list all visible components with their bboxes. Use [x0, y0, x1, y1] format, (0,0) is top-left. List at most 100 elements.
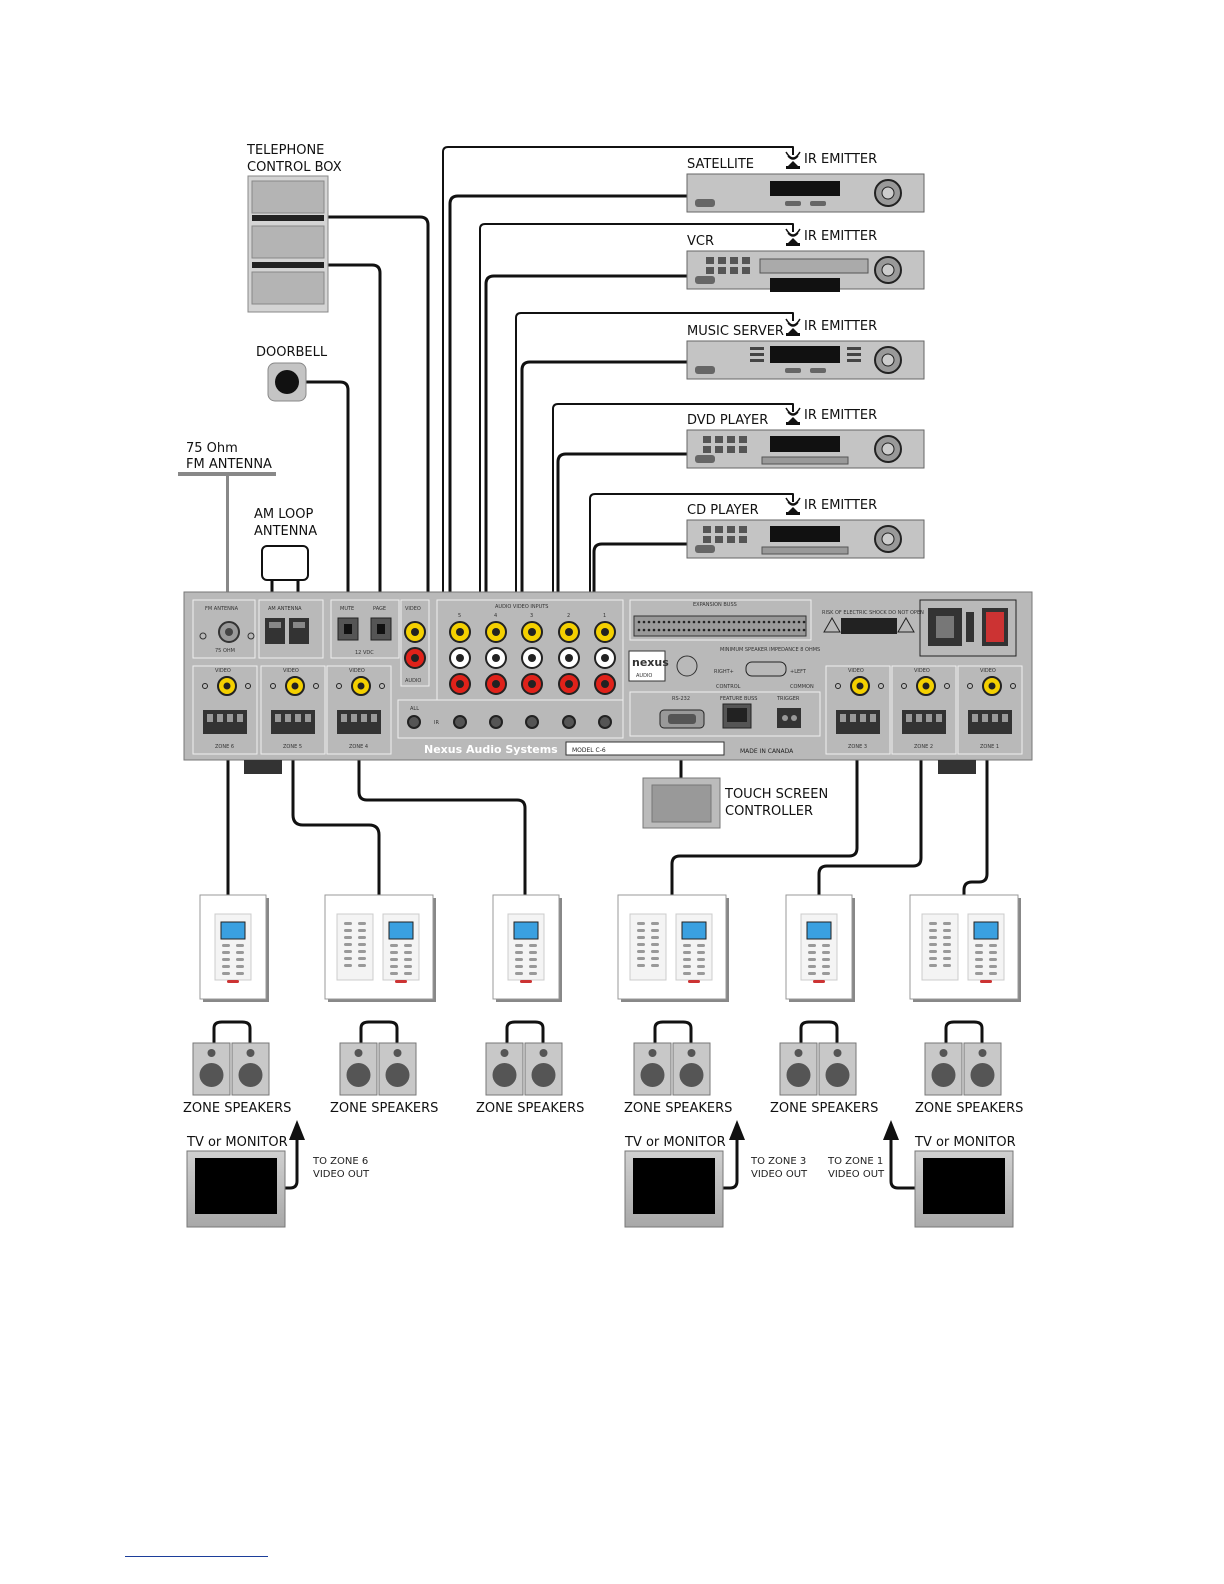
input-number: 5 [458, 613, 461, 619]
zone-label: ZONE 4 [349, 744, 368, 750]
tv-zone6-arrow-line [282, 1134, 299, 1190]
zone-speakers-label: ZONE SPEAKERS [770, 1101, 878, 1116]
av-wire-dvd [556, 452, 690, 622]
wiring [212, 146, 989, 1190]
caution-box: RISK OF ELECTRIC SHOCK DO NOT OPEN [822, 610, 924, 634]
av-wire-music [520, 360, 690, 622]
ir-emitter-icon [785, 407, 801, 425]
ir-wire-satellite [442, 146, 794, 723]
ir-emitter-label: IR EMITTER [804, 498, 877, 513]
amp-page-audio-label: AUDIO [405, 678, 421, 684]
amp-left-label: +LEFT [790, 669, 807, 675]
zone-speakers: ZONE SPEAKERS [476, 1042, 584, 1116]
av-wire-cd [592, 542, 690, 622]
ir-emitter-label: IR EMITTER [804, 408, 877, 423]
tv-zone3-arrowhead [729, 1120, 745, 1140]
tv-zone3-arrow-line [720, 1134, 739, 1190]
tv-zone1-arrow-line [889, 1134, 919, 1190]
ir-jack [453, 715, 467, 729]
doorbell: DOORBELL [256, 345, 328, 402]
zone-speakers-label: ZONE SPEAKERS [183, 1101, 291, 1116]
source-cd: CD PLAYER IR EMITTER [686, 497, 925, 559]
zone-video-label: VIDEO [848, 668, 864, 674]
fm-antenna: 75 Ohm FM ANTENNA [178, 441, 276, 631]
tv-zone1-arrowhead [883, 1120, 899, 1140]
ir-emitter-icon [785, 318, 801, 336]
zone-speakers: ZONE SPEAKERS [624, 1042, 732, 1116]
zone4-keypad-wire [357, 738, 527, 897]
zone-speakers-label: ZONE SPEAKERS [624, 1101, 732, 1116]
input-number: 1 [603, 613, 606, 619]
zone-video-label: VIDEO [349, 668, 365, 674]
ir-wire-cd [589, 493, 794, 723]
ir-jack [489, 715, 503, 729]
fm-antenna-label-2: FM ANTENNA [186, 457, 272, 472]
zone-label: ZONE 3 [848, 744, 867, 750]
amp-trigger-label: TRIGGER [776, 696, 800, 702]
tv-zone6-arrowhead [289, 1120, 305, 1140]
tv-zone1-note-2: VIDEO OUT [828, 1169, 885, 1180]
fm-antenna-label-1: 75 Ohm [186, 441, 238, 456]
tv-zone3-note-1: TO ZONE 3 [750, 1156, 806, 1167]
keypad-speaker-wires [212, 1020, 984, 1044]
amp-expansion-label: EXPANSION BUSS [693, 602, 737, 608]
zone-speakers: ZONE SPEAKERS [915, 1042, 1023, 1116]
source-label: SATELLITE [687, 157, 754, 172]
wall-keypad [617, 894, 729, 1002]
ir-emitter-label: IR EMITTER [804, 229, 877, 244]
ir-emitter-label: IR EMITTER [804, 319, 877, 334]
amp-common-label: COMMON [790, 684, 814, 690]
amp-made-in: MADE IN CANADA [740, 748, 794, 755]
amp-control-label: CONTROL [716, 684, 741, 690]
tv-zone3: TV or MONITOR TO ZONE 3 VIDEO OUT [624, 1135, 808, 1228]
ir-emitter-icon [785, 228, 801, 246]
amp-brand: Nexus Audio Systems [424, 743, 558, 756]
tv-zone1-note-1: TO ZONE 1 [827, 1156, 883, 1167]
amp-logo-text: nexus [632, 656, 669, 669]
zone5-keypad-wire [291, 738, 381, 897]
zone-output-block: VIDEO ZONE 2 [891, 665, 957, 755]
tv-zone6-note-2: VIDEO OUT [313, 1169, 370, 1180]
telephone-wire-2 [326, 263, 382, 624]
tv-zone6-label: TV or MONITOR [186, 1135, 288, 1150]
footnote-rule [125, 1556, 268, 1557]
telephone-control-box: TELEPHONE CONTROL BOX [246, 143, 342, 313]
amp-caution-text: RISK OF ELECTRIC SHOCK DO NOT OPEN [822, 610, 924, 616]
tv-zone6-note-1: TO ZONE 6 [312, 1156, 368, 1167]
touch-screen-label-1: TOUCH SCREEN [724, 787, 828, 802]
zone-video-label: VIDEO [215, 668, 231, 674]
tv-zone3-note-2: VIDEO OUT [751, 1169, 808, 1180]
touch-screen-label-2: CONTROLLER [725, 804, 813, 819]
amp-feature-label: FEATURE BUSS [720, 696, 757, 702]
doorbell-label: DOORBELL [256, 345, 328, 360]
zone3-keypad-wire [670, 738, 859, 897]
doorbell-wire [304, 380, 350, 624]
input-number: 4 [494, 613, 497, 619]
source-label: VCR [687, 234, 714, 249]
source-label: CD PLAYER [687, 503, 759, 518]
ir-wire-music [515, 312, 794, 723]
amp-page-video-label: VIDEO [405, 606, 421, 612]
amp-model: MODEL C-6 [572, 747, 606, 754]
zone-speakers: ZONE SPEAKERS [183, 1042, 291, 1116]
amp-rs232-label: RS-232 [672, 696, 690, 702]
source-vcr: VCR IR EMITTER [686, 228, 925, 292]
zone-video-label: VIDEO [283, 668, 299, 674]
zone-speakers: ZONE SPEAKERS [770, 1042, 878, 1116]
amp-page-label: PAGE [373, 606, 386, 612]
amp-right-label: RIGHT+ [714, 669, 734, 675]
wall-keypad [492, 894, 562, 1002]
touch-screen-controller: TOUCH SCREEN CONTROLLER [642, 777, 828, 829]
zone-label: ZONE 2 [914, 744, 933, 750]
av-wire-vcr [484, 274, 690, 622]
zone-video-label: VIDEO [914, 668, 930, 674]
wall-keypad [324, 894, 436, 1002]
ir-jack [598, 715, 612, 729]
zone-speakers-label: ZONE SPEAKERS [476, 1101, 584, 1116]
ir-emitter-icon [785, 151, 801, 169]
